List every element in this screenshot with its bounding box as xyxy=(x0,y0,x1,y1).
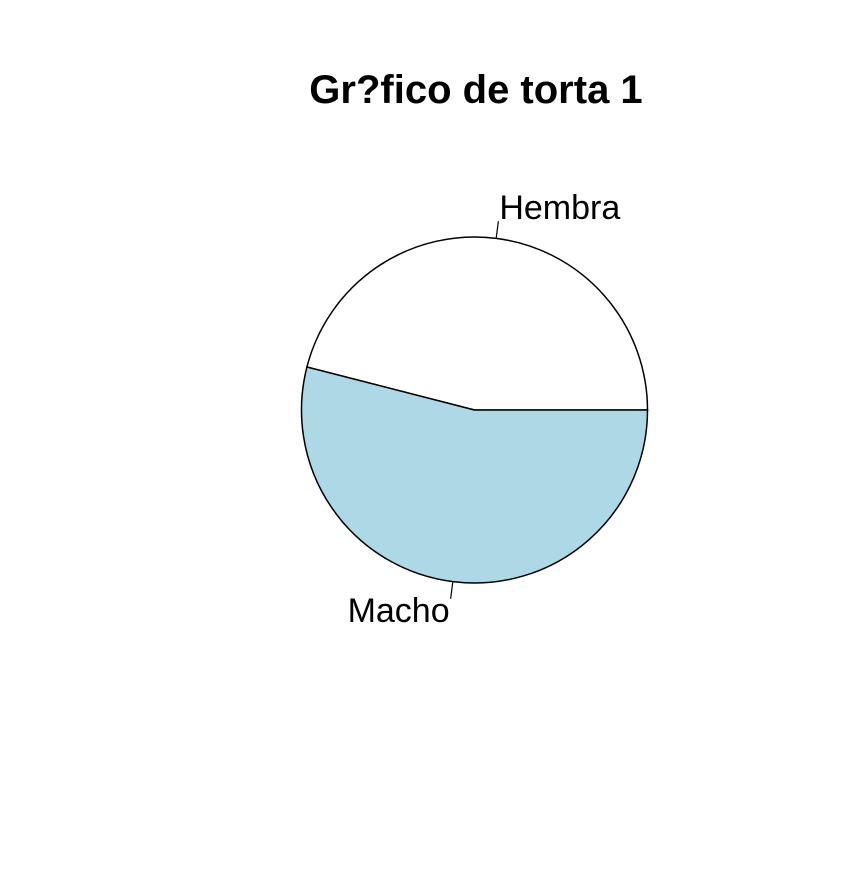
pie-slice-macho xyxy=(300,366,649,584)
slice-label-hembra: Hembra xyxy=(499,189,620,227)
chart-title: Gr?fico de torta 1 xyxy=(309,68,642,112)
leader-line-macho xyxy=(450,581,454,599)
slices-layer xyxy=(300,236,649,584)
slice-label-macho: Macho xyxy=(348,592,450,630)
leader-line-hembra xyxy=(495,221,499,239)
